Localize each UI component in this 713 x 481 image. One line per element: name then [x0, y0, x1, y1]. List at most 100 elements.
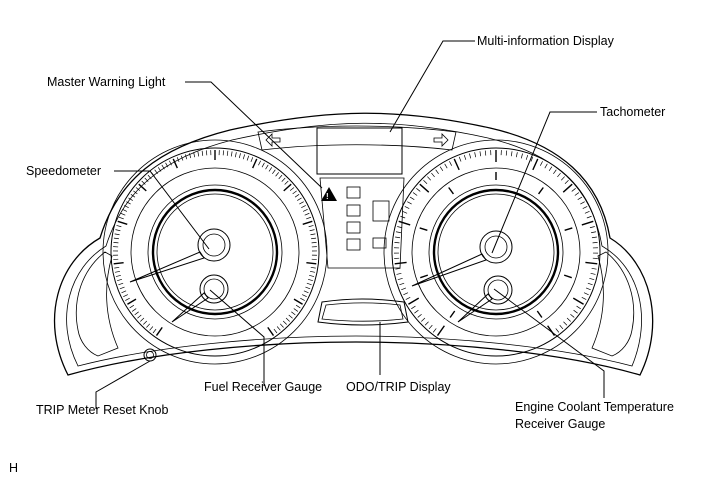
scale-tick	[547, 325, 556, 336]
scale-tick	[561, 176, 565, 181]
scale-tick	[146, 323, 151, 328]
scale-tick	[176, 157, 180, 163]
scale-tick	[590, 272, 596, 275]
scale-tick	[141, 180, 146, 185]
scale-tick	[268, 167, 273, 172]
scale-tick	[583, 292, 589, 296]
scale-tick	[431, 172, 435, 178]
scale-tick	[230, 151, 233, 157]
right-side-panel	[591, 251, 635, 357]
scale-tick	[127, 298, 137, 305]
scale-tick	[449, 161, 452, 166]
scale-tick	[408, 297, 420, 305]
scale-tick	[453, 158, 460, 171]
scale-tick	[242, 154, 246, 160]
scale-tick	[399, 282, 405, 286]
scale-tick	[283, 183, 292, 192]
scale-tick	[252, 158, 258, 169]
scale-tick	[530, 156, 534, 162]
scale-tick	[420, 274, 429, 279]
scale-tick	[398, 220, 411, 226]
master-warning-light-icon	[321, 187, 337, 201]
scale-tick	[538, 187, 544, 195]
scale-tick	[189, 153, 192, 159]
scale-tick	[301, 205, 306, 209]
scale-tick	[581, 296, 587, 300]
scale-tick	[311, 237, 317, 240]
scale-tick	[484, 150, 487, 156]
trip-reset-knob-inner	[146, 351, 154, 359]
scale-tick	[172, 158, 178, 169]
scale-tick	[131, 308, 137, 312]
label-engine-coolant-temperature-line2: Receiver Gauge	[515, 417, 605, 431]
indicator-lamp	[372, 200, 390, 222]
scale-tick	[427, 176, 431, 181]
scale-tick	[580, 201, 585, 205]
scale-tick	[129, 304, 135, 309]
scale-tick	[169, 160, 172, 166]
trip-reset-knob	[143, 348, 157, 362]
scale-tick	[295, 304, 301, 309]
scale-tick	[428, 324, 433, 330]
tachometer-needle-hub	[479, 230, 513, 264]
scale-tick	[572, 297, 584, 305]
scale-tick	[300, 297, 305, 301]
scale-tick	[463, 154, 467, 160]
scale-tick	[284, 180, 289, 185]
label-speedometer: Speedometer	[26, 164, 101, 178]
scale-tick	[294, 194, 300, 198]
scale-tick	[540, 161, 543, 166]
scale-tick	[152, 328, 157, 334]
scale-tick	[115, 229, 121, 232]
scale-tick	[563, 321, 568, 326]
scale-tick	[416, 188, 421, 192]
scale-tick	[119, 286, 125, 290]
scale-tick	[564, 180, 569, 185]
scale-tick	[279, 323, 284, 328]
scale-tick	[564, 227, 573, 232]
scale-tick	[544, 163, 548, 169]
label-engine-coolant-temperature-line1: Engine Coolant Temperature	[515, 400, 674, 414]
scale-tick	[555, 328, 560, 333]
scale-tick	[449, 310, 456, 318]
scale-tick	[118, 282, 124, 286]
indicator-lamp	[346, 186, 361, 199]
scale-tick	[124, 205, 129, 209]
scale-tick	[510, 151, 513, 157]
leader-lines	[95, 40, 605, 409]
scale-tick	[306, 261, 317, 265]
fuel-gauge-needle	[171, 292, 209, 323]
scale-tick	[288, 314, 293, 319]
scale-tick	[250, 157, 254, 163]
scale-tick	[589, 277, 595, 280]
scale-tick	[302, 294, 307, 298]
scale-tick	[411, 305, 416, 310]
scale-tick	[135, 187, 141, 191]
indicator-lamp	[346, 238, 361, 251]
scale-tick	[525, 154, 529, 160]
scale-tick	[436, 325, 445, 336]
scale-tick	[278, 174, 283, 180]
scale-tick	[412, 192, 418, 196]
scale-tick	[302, 220, 313, 226]
scale-tick	[309, 270, 316, 273]
fuel-gauge-hub	[199, 274, 229, 304]
scale-tick	[424, 321, 429, 326]
scale-tick	[114, 266, 120, 269]
scale-tick	[395, 231, 401, 234]
scale-tick	[566, 317, 571, 322]
scale-tick	[574, 192, 580, 196]
scale-tick	[155, 326, 163, 336]
warning-exclamation: !	[326, 192, 329, 201]
scale-tick	[304, 212, 310, 216]
top-display-hood	[257, 125, 457, 151]
scale-tick	[570, 313, 575, 318]
left-turn-arrow-icon	[265, 133, 281, 147]
scale-tick	[419, 227, 428, 232]
indicator-lamp	[372, 237, 387, 249]
scale-tick	[409, 196, 415, 201]
speedometer-scale-ticks	[113, 150, 317, 336]
scale-tick	[282, 320, 287, 325]
scale-tick	[297, 197, 302, 201]
scale-tick	[140, 317, 145, 322]
